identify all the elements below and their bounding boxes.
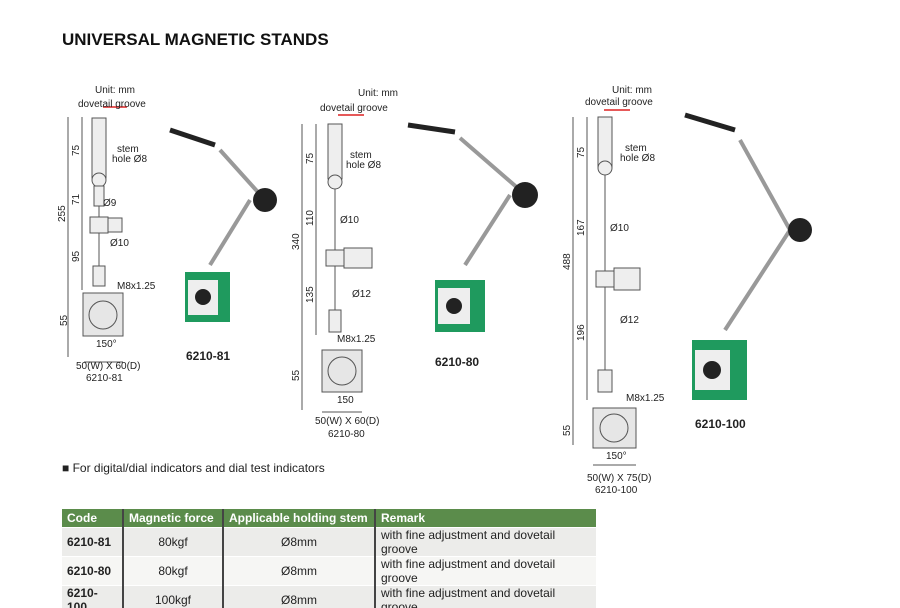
photo-label: 6210-81	[186, 349, 231, 363]
dim-1: 75	[305, 152, 316, 164]
photo-label: 6210-80	[435, 355, 480, 369]
dim-3: 95	[71, 250, 82, 262]
photo-6210-100	[684, 112, 812, 400]
cell-remark: with fine adjustment and dovetail groove	[374, 527, 596, 557]
stem-label: stem	[117, 144, 139, 155]
cell-remark: with fine adjustment and dovetail groove	[374, 556, 596, 586]
angle-label: 150°	[96, 339, 117, 350]
dia-2: Ø12	[620, 315, 639, 326]
unit-label: Unit: mm	[358, 88, 398, 99]
angle-label: 150°	[606, 451, 627, 462]
stem-hole-label: hole Ø8	[346, 160, 382, 171]
drawing-6210-80	[301, 114, 373, 413]
base-size: 50(W) X 60(D)	[76, 361, 141, 372]
page-title: UNIVERSAL MAGNETIC STANDS	[62, 30, 329, 49]
drawing-code: 6210-81	[86, 373, 123, 384]
spec-table: Code Magnetic force Applicable holding s…	[62, 509, 596, 608]
drawing-code: 6210-100	[595, 485, 638, 496]
col-remark: Remark	[374, 509, 596, 528]
dim-total: 340	[291, 233, 302, 250]
photo-6210-81	[169, 127, 277, 322]
cell-remark: with fine adjustment and dovetail groove	[374, 585, 596, 608]
unit-label: Unit: mm	[612, 85, 652, 96]
col-magnetic-force: Magnetic force	[122, 509, 223, 528]
dia-1: Ø9	[103, 198, 117, 209]
dia-2: Ø12	[352, 289, 371, 300]
table-header: Code Magnetic force Applicable holding s…	[62, 509, 596, 528]
dim-total: 255	[57, 205, 68, 222]
base-size: 50(W) X 75(D)	[587, 473, 652, 484]
stem-label: stem	[350, 150, 372, 161]
stem-hole-label: hole Ø8	[620, 153, 656, 164]
dim-total: 488	[562, 253, 573, 270]
cell-code: 6210-100	[62, 585, 123, 608]
dim-2: 71	[71, 193, 82, 205]
cell-force: 80kgf	[122, 556, 223, 586]
dovetail-label: dovetail groove	[320, 103, 388, 114]
drawing-6210-81	[67, 106, 127, 363]
usage-note: ■ For digital/dial indicators and dial t…	[62, 461, 325, 475]
cell-code: 6210-80	[62, 556, 123, 586]
col-holding-stem: Applicable holding stem	[222, 509, 375, 528]
cell-stem: Ø8mm	[222, 556, 375, 586]
col-code: Code	[62, 509, 123, 528]
thread-label: M8x1.25	[337, 334, 376, 345]
stem-hole-label: hole Ø8	[112, 154, 148, 165]
angle-label: 150	[337, 395, 354, 406]
photo-label: 6210-100	[695, 417, 746, 431]
photo-6210-80	[407, 122, 538, 332]
dim-2: 110	[305, 210, 316, 226]
dia-1: Ø10	[340, 215, 359, 226]
cell-force: 100kgf	[122, 585, 223, 608]
dim-3: 196	[576, 324, 587, 341]
dim-base: 55	[291, 369, 302, 381]
cell-code: 6210-81	[62, 527, 123, 557]
dim-3: 135	[305, 286, 316, 303]
dim-2: 167	[576, 219, 587, 236]
dovetail-label: dovetail groove	[78, 99, 146, 110]
dim-base: 55	[562, 424, 573, 436]
dim-base: 55	[59, 314, 70, 326]
dim-1: 75	[576, 146, 587, 158]
dovetail-label: dovetail groove	[585, 97, 653, 108]
cell-stem: Ø8mm	[222, 585, 375, 608]
cell-force: 80kgf	[122, 527, 223, 557]
dia-2: Ø10	[110, 238, 129, 249]
cell-stem: Ø8mm	[222, 527, 375, 557]
base-size: 50(W) X 60(D)	[315, 416, 380, 427]
unit-label: Unit: mm	[95, 85, 135, 96]
stem-label: stem	[625, 143, 647, 154]
thread-label: M8x1.25	[626, 393, 665, 404]
dim-1: 75	[71, 144, 82, 156]
dia-1: Ø10	[610, 223, 629, 234]
drawing-6210-100	[572, 109, 641, 466]
thread-label: M8x1.25	[117, 281, 156, 292]
drawing-code: 6210-80	[328, 429, 365, 440]
